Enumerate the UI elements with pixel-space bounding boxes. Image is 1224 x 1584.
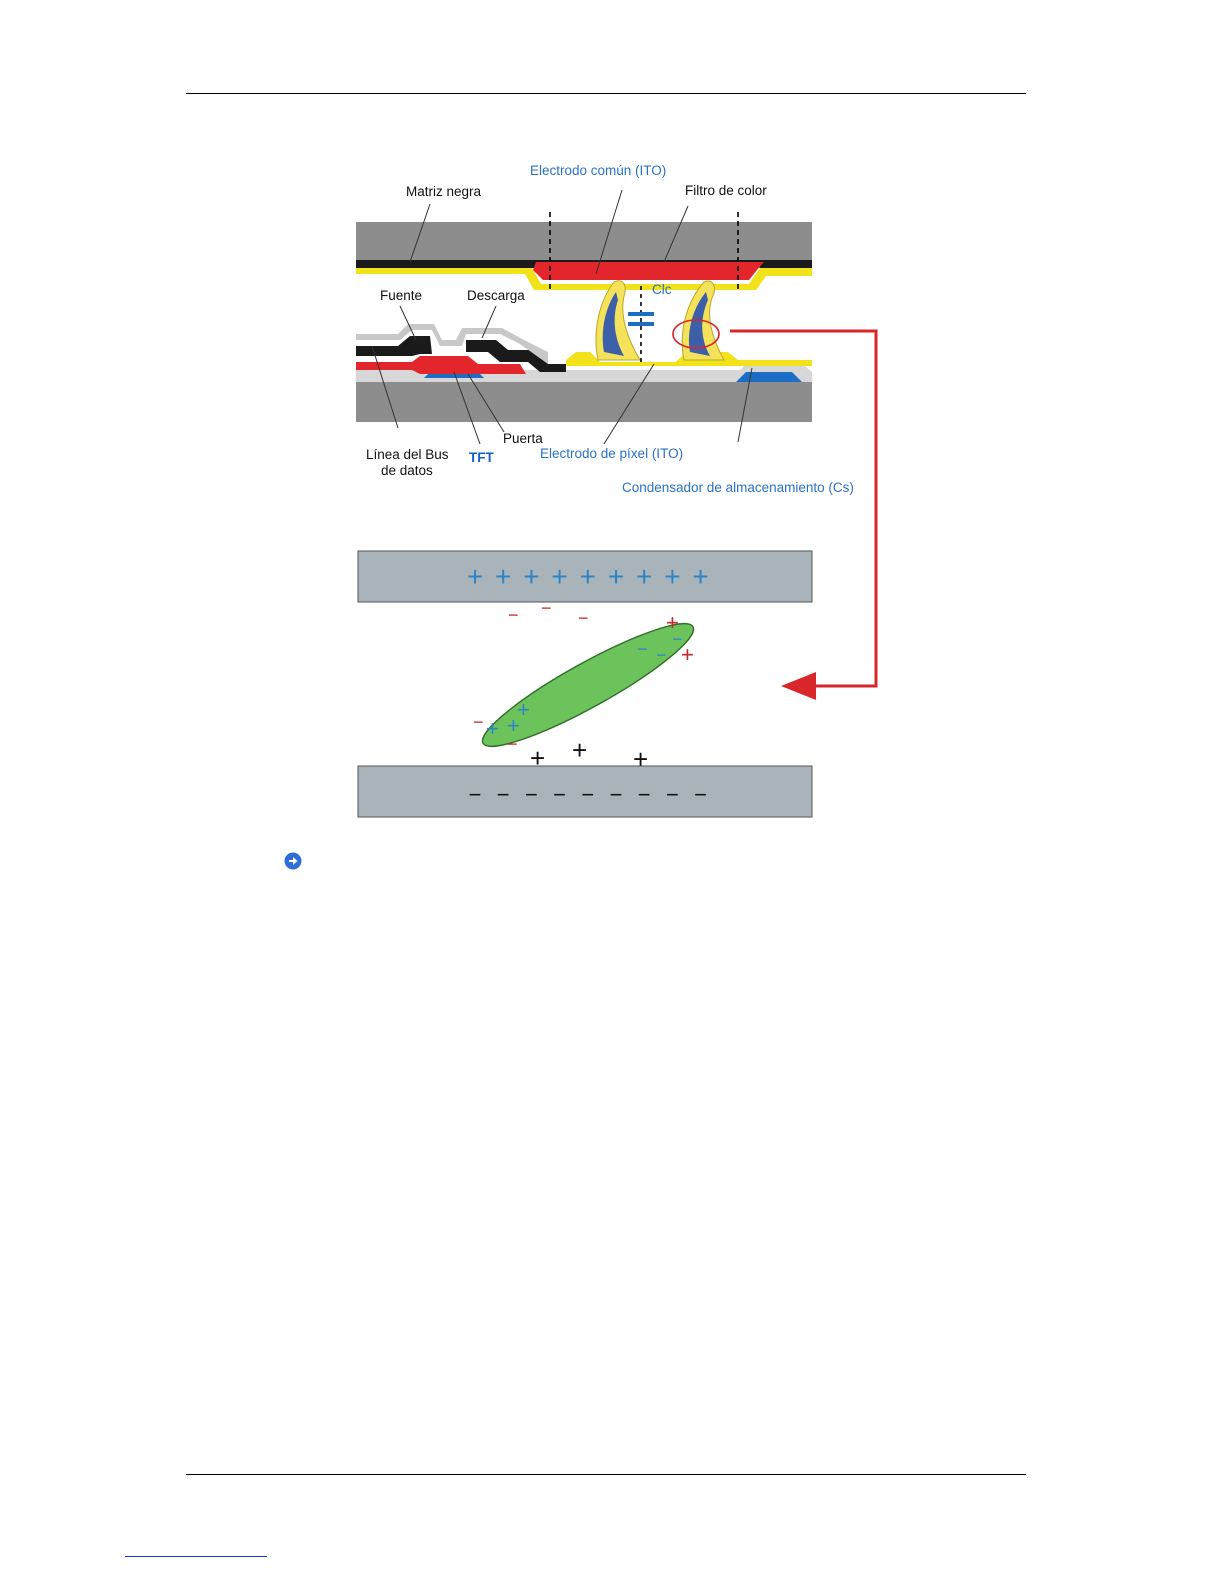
minus-charge: − [666,782,679,807]
charge-minus-blue: − [637,639,648,659]
label-data-bus-line: Línea del Bus [366,447,449,462]
label-tft: TFT [469,450,494,465]
callout-arrow-head [781,672,816,700]
label-black-matrix: Matriz negra [406,184,482,199]
storage-capacitor-electrode [736,372,802,382]
minus-charge: − [581,782,594,807]
charge-plus-blue: + [517,697,530,722]
charge-plus-black: + [633,744,648,774]
charge-plus-blue: + [486,716,499,741]
color-filter-layer [533,262,764,280]
bottom-glass-substrate [356,382,812,422]
charge-minus: − [578,608,589,628]
top-plate-charges: + + + + + + + + + [467,561,709,592]
plus-charge: + [523,561,539,592]
charge-minus: − [473,712,484,732]
top-glass-substrate [356,222,812,260]
plus-charge: + [636,561,652,592]
charge-minus-blue: − [656,645,667,665]
plus-charge: + [664,561,680,592]
header-rule [186,93,1026,94]
charge-plus: + [681,642,694,667]
charge-plus-black: + [530,743,545,773]
plus-charge: + [608,561,624,592]
label-pixel-electrode: Electrodo de píxel (ITO) [540,446,683,461]
plus-charge: + [692,561,708,592]
plus-charge: + [580,561,596,592]
lcd-tft-cross-section-diagram: Electrodo común (ITO) Matriz negra Filtr… [340,150,900,840]
charge-minus: − [508,605,519,625]
label-storage-capacitor: Condensador de almacenamiento (Cs) [622,480,854,495]
minus-charge: − [610,782,623,807]
charge-plus-black: + [572,735,587,765]
label-drain: Descarga [467,288,525,303]
minus-charge: − [525,782,538,807]
charge-minus-blue: − [672,629,683,649]
footer-rule [186,1474,1026,1475]
footer-link-underline[interactable] [125,1556,267,1557]
label-gate: Puerta [503,431,543,446]
minus-charge: − [553,782,566,807]
plus-charge: + [495,561,511,592]
minus-charge: − [497,782,510,807]
label-clc: Clc [652,282,672,297]
label-data-bus-line-2: de datos [381,463,433,478]
clc-capacitor-plate-bottom [628,322,654,326]
arrow-right-circle-icon[interactable] [284,852,302,870]
label-source: Fuente [380,288,422,303]
clc-capacitor-plate-top [628,312,654,316]
minus-charge: − [469,782,482,807]
plus-charge: + [551,561,567,592]
bottom-plate-charges: −−−−−−−−− [469,782,707,807]
minus-charge: − [638,782,651,807]
label-color-filter: Filtro de color [685,183,767,198]
plus-charge: + [467,561,483,592]
minus-charge: − [694,782,707,807]
label-common-electrode: Electrodo común (ITO) [530,163,666,178]
charge-minus: − [541,598,552,618]
